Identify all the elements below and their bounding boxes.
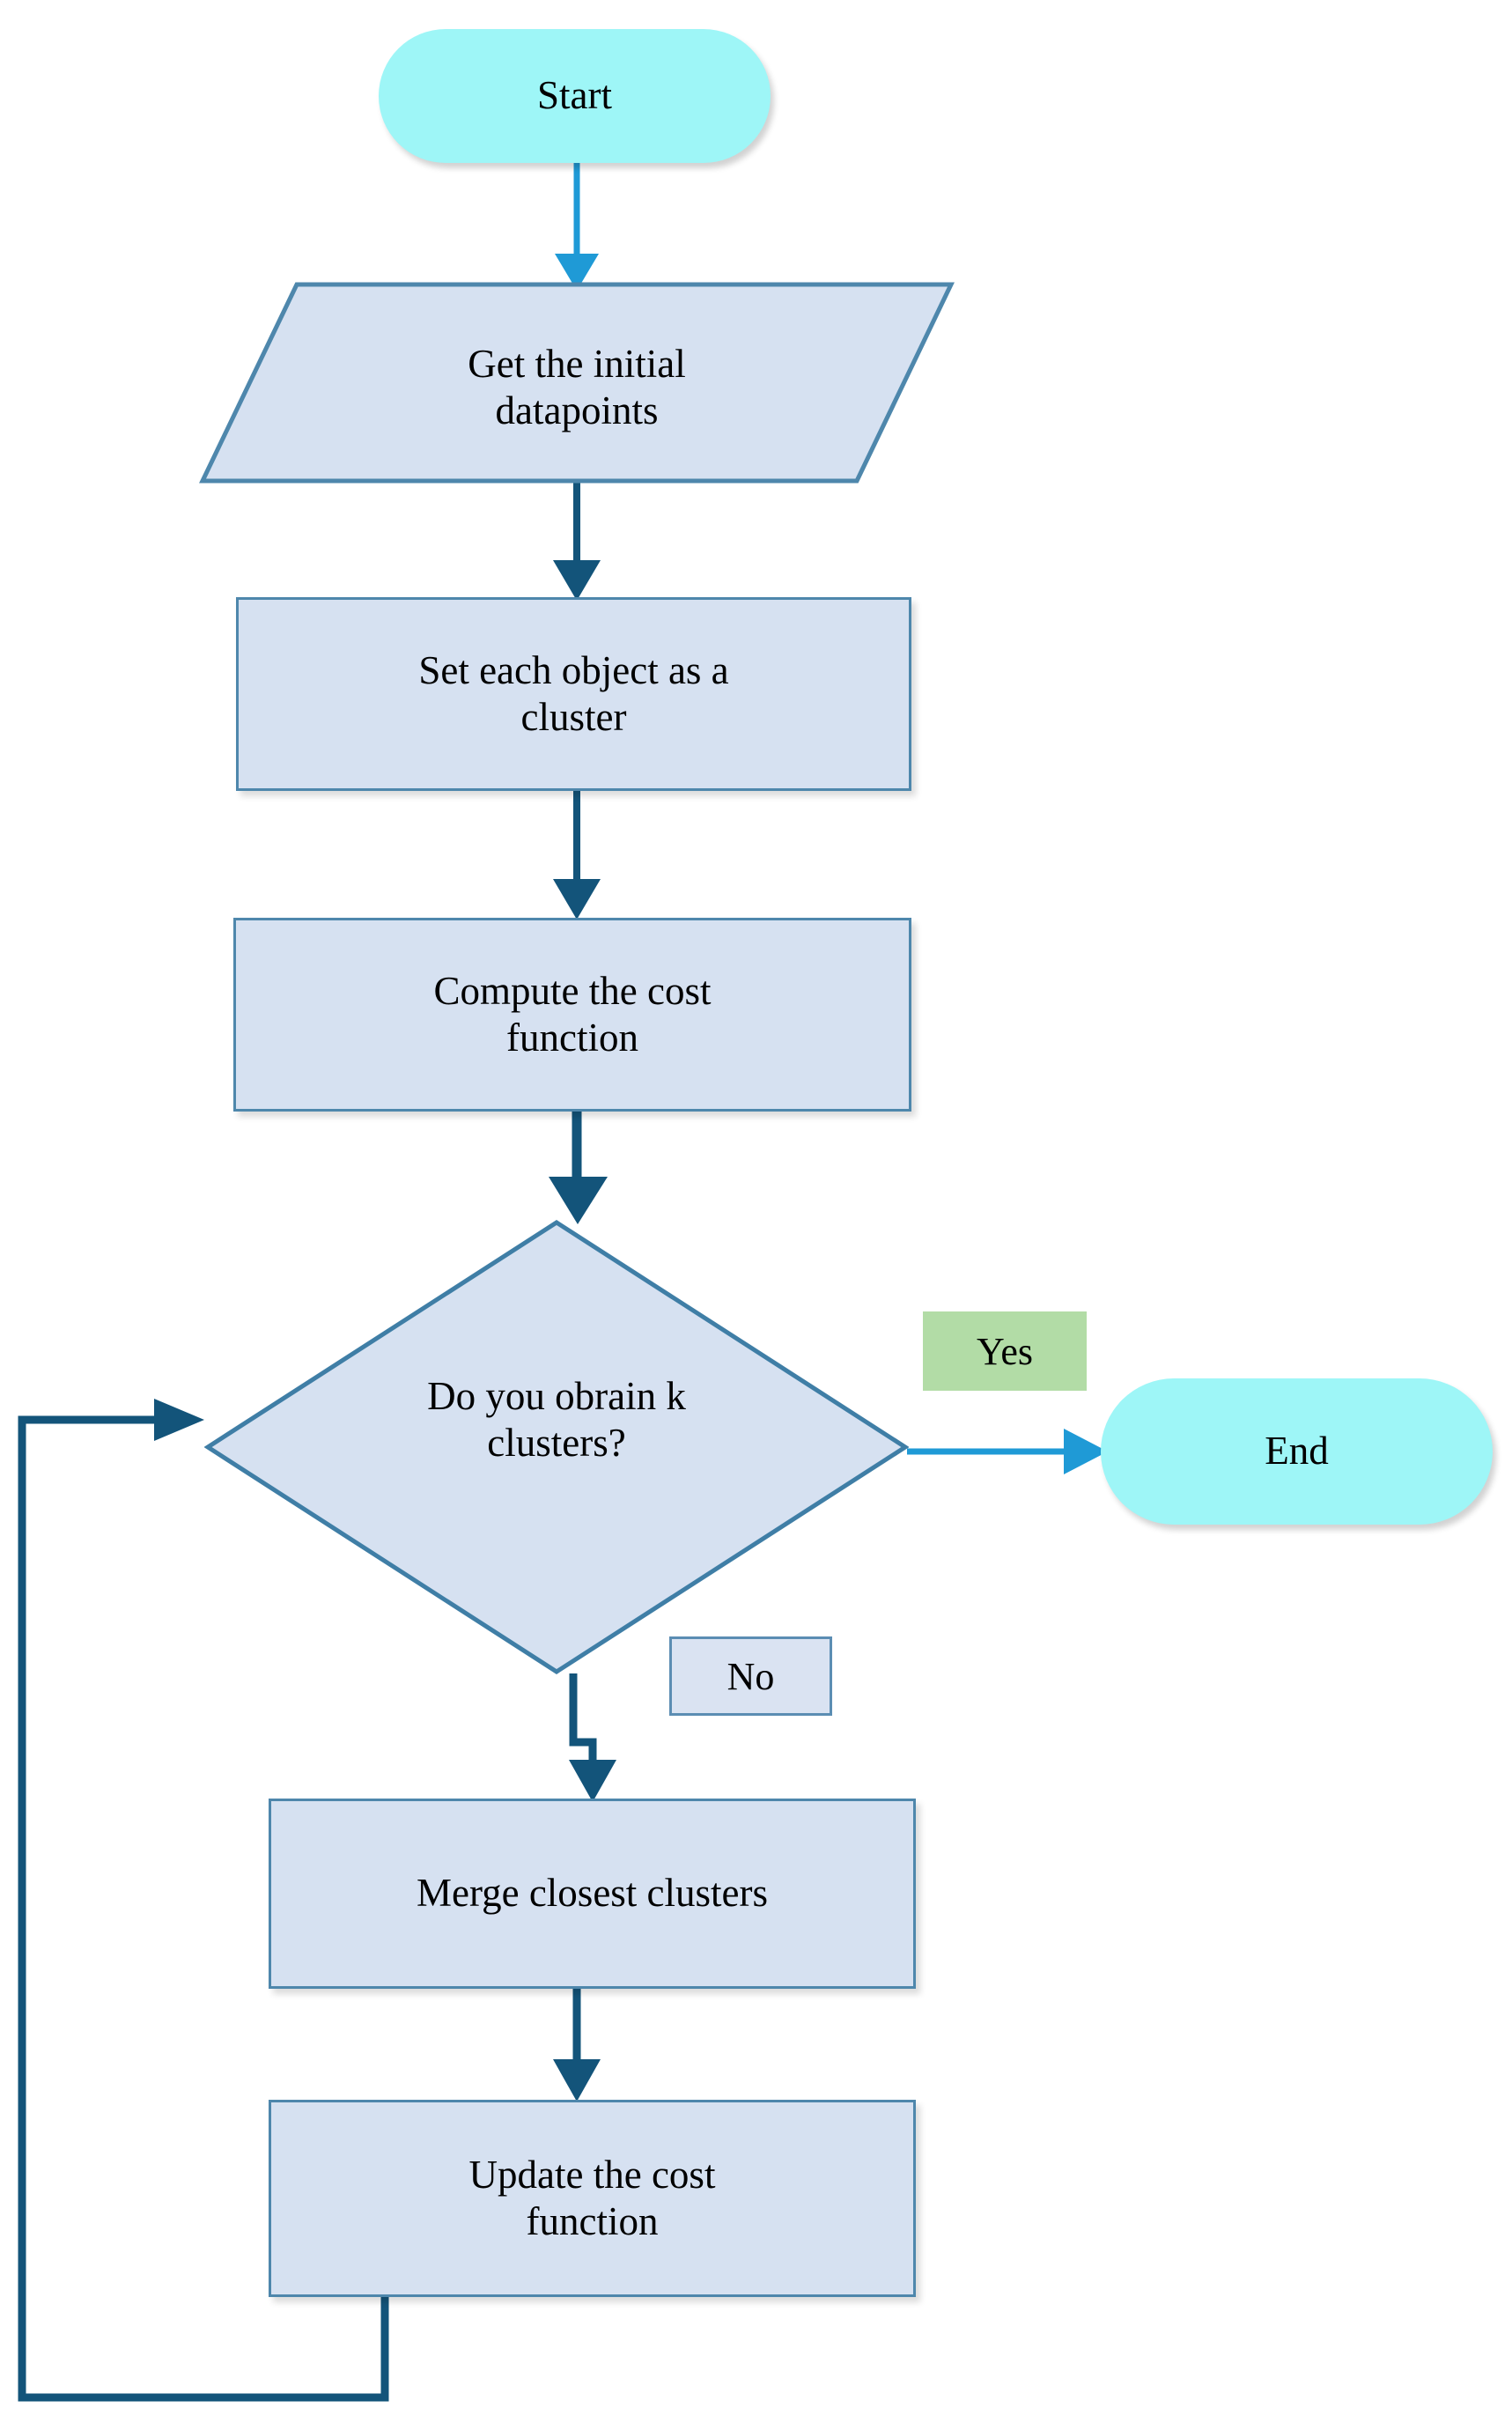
node-end[interactable]: End (1101, 1378, 1493, 1525)
node-merge-closest-clusters-label: Merge closest clusters (416, 1871, 769, 1916)
edge-decision-to-end (907, 1429, 1108, 1474)
node-compute-cost-function[interactable]: Compute the cost function (233, 918, 911, 1112)
node-decision-k-clusters-label: Do you obrain k clusters? (427, 1374, 686, 1466)
node-decision-k-clusters[interactable]: Do you obrain k clusters? (204, 1219, 909, 1675)
node-get-initial-datapoints[interactable]: Get the initial datapoints (198, 280, 955, 488)
node-start[interactable]: Start (379, 29, 771, 163)
edge-compute-to-decision (549, 1112, 608, 1224)
node-update-cost-function[interactable]: Update the cost function (269, 2100, 916, 2297)
edge-decision-to-merge (569, 1673, 616, 1802)
node-set-each-object-as-cluster[interactable]: Set each object as a cluster (236, 597, 911, 791)
node-merge-closest-clusters[interactable]: Merge closest clusters (269, 1799, 916, 1989)
diamond-outline (204, 1220, 909, 1674)
edge-getdata-to-setobject (553, 483, 601, 601)
edge-label-no-text: No (726, 1654, 775, 1698)
edge-merge-to-update (553, 1989, 601, 2102)
node-set-each-object-as-cluster-label: Set each object as a cluster (418, 647, 729, 739)
edge-label-yes: Yes (923, 1311, 1087, 1391)
node-get-initial-datapoints-label: Get the initial datapoints (468, 341, 686, 432)
node-update-cost-function-label: Update the cost function (468, 2152, 716, 2243)
edge-setobject-to-compute (553, 791, 601, 920)
edge-label-yes-text: Yes (976, 1329, 1034, 1373)
node-compute-cost-function-label: Compute the cost function (433, 968, 712, 1060)
parallelogram-outline (199, 282, 955, 484)
edge-start-to-getdata (555, 163, 599, 291)
node-start-label: Start (537, 73, 612, 118)
edge-label-no: No (669, 1636, 832, 1716)
node-end-label: End (1265, 1429, 1329, 1474)
